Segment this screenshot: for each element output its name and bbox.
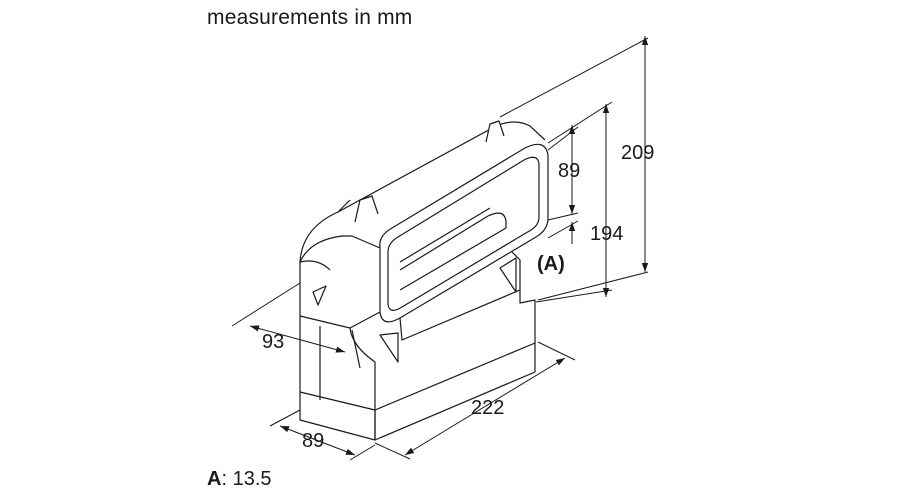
legend-separator: : — [221, 468, 233, 490]
page-title: measurements in mm — [207, 6, 413, 29]
legend-note: A: 13.5 — [207, 468, 272, 491]
dim-label-209: 209 — [621, 142, 654, 164]
dim-label-89-outlet: 89 — [558, 160, 580, 182]
legend-key: A — [207, 468, 222, 490]
dim-label-89-inlet: 89 — [302, 430, 324, 452]
callout-label-a: (A) — [537, 253, 565, 275]
dim-label-93: 93 — [262, 331, 284, 353]
dim-label-222: 222 — [471, 397, 504, 419]
dimension-lines — [231, 36, 649, 461]
legend-value: 13.5 — [232, 468, 272, 490]
dim-label-194: 194 — [590, 223, 623, 245]
dimension-labels: 209 194 89 (A) 93 222 89 — [262, 142, 654, 452]
duct-elbow-outline — [299, 120, 549, 441]
